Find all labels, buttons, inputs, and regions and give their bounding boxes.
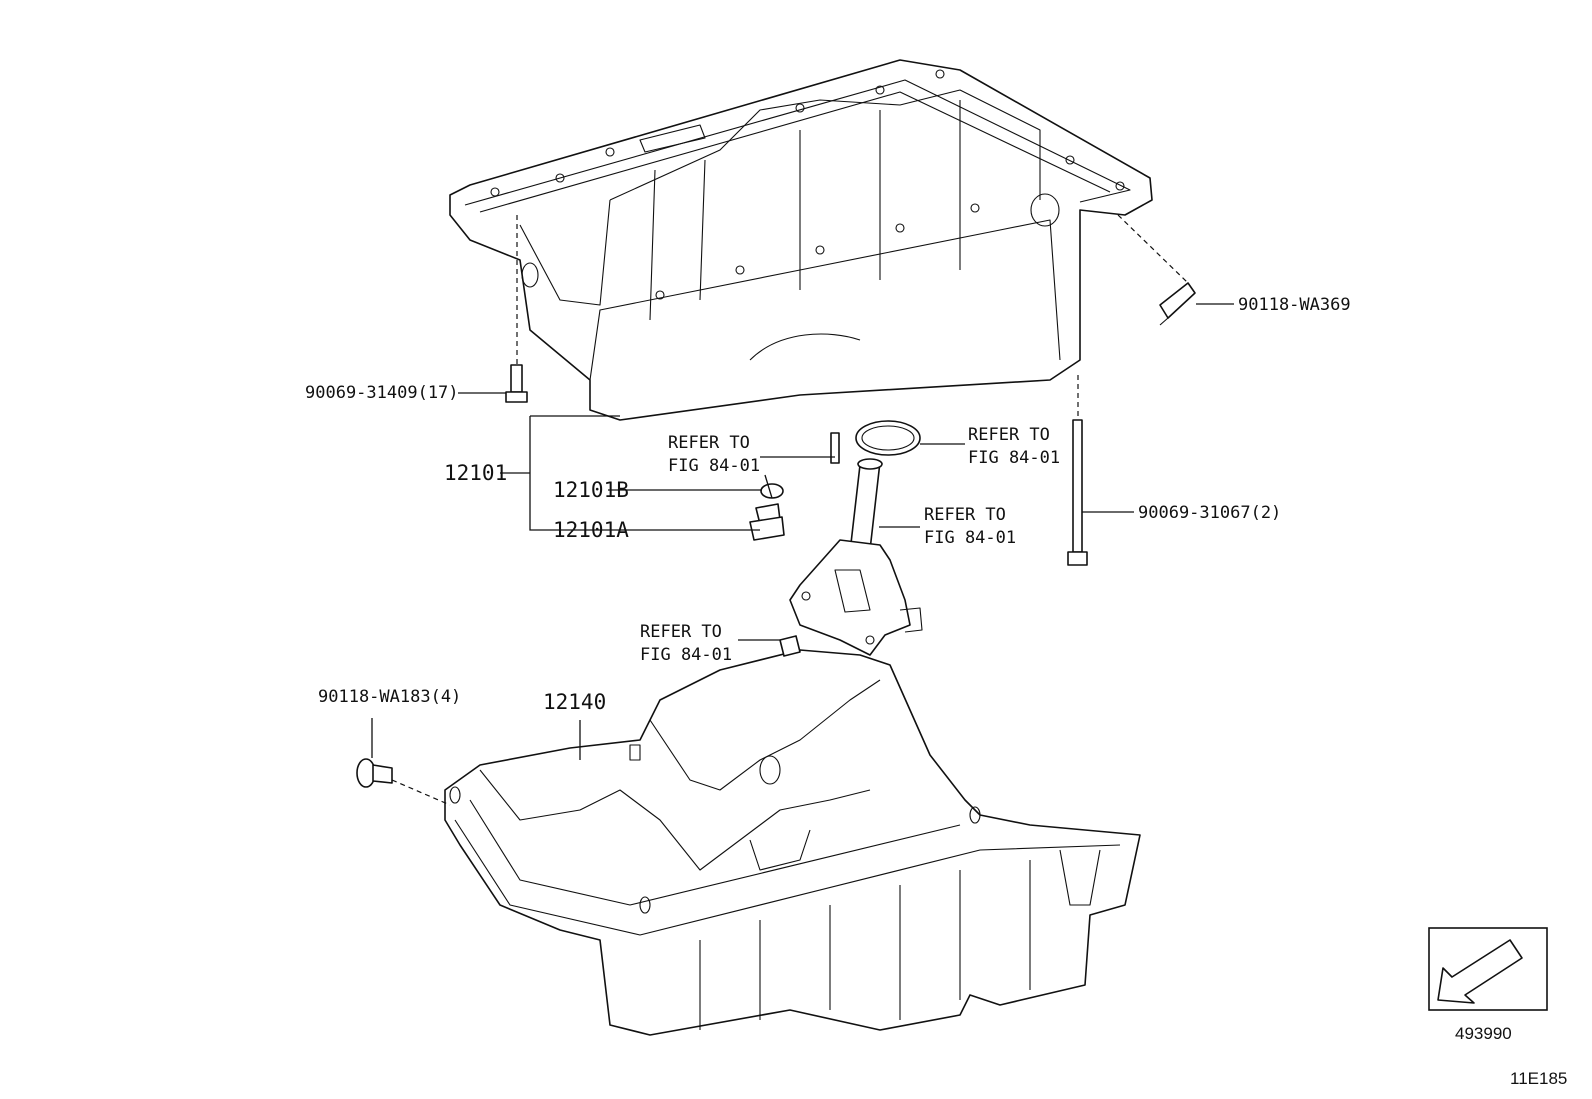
label-12101: 12101: [444, 461, 507, 485]
oil-pan-lower: [444, 649, 1141, 1036]
clip-90118-WA369: [1159, 282, 1196, 326]
label-90069-31409: 90069-31409(17): [305, 383, 459, 403]
label-90118-WA183: 90118-WA183(4): [318, 687, 461, 707]
sensor-bolt: [779, 635, 801, 657]
label-90118-WA369: 90118-WA369: [1238, 295, 1351, 315]
label-12101B: 12101B: [553, 478, 629, 502]
refer-note-1-line-2: FIG 84-01: [668, 456, 760, 476]
direction-arrow-icon: [1437, 939, 1523, 1004]
label-12101A: 12101A: [553, 518, 629, 542]
oil-level-sensor: [789, 458, 923, 656]
refer-note-3-line-2: FIG 84-01: [924, 528, 1016, 548]
refer-note-1-line-1: REFER TO: [668, 433, 750, 453]
refer-note-4-line-1: REFER TO: [640, 622, 722, 642]
illustration-number: 493990: [1455, 1024, 1512, 1043]
label-90069-31067: 90069-31067(2): [1138, 503, 1281, 523]
o-ring: [855, 420, 921, 456]
refer-note-4-line-2: FIG 84-01: [640, 645, 732, 665]
oil-pan-upper: [449, 59, 1153, 421]
bolt-90118-WA183: [356, 758, 393, 788]
refer-note-2-line-2: FIG 84-01: [968, 448, 1060, 468]
drain-plug: [749, 503, 785, 541]
refer-note-2-line-1: REFER TO: [968, 425, 1050, 445]
orientation-arrow-box: [1428, 927, 1548, 1011]
label-12140: 12140: [543, 690, 606, 714]
leader-lines: [371, 303, 1234, 760]
refer-note-3-line-1: REFER TO: [924, 505, 1006, 525]
dowel-pin: [830, 432, 840, 464]
figure-code: 11E185: [1510, 1069, 1567, 1088]
bolt-90069-31409: [505, 364, 528, 403]
bolt-90069-31067: [1067, 419, 1088, 566]
